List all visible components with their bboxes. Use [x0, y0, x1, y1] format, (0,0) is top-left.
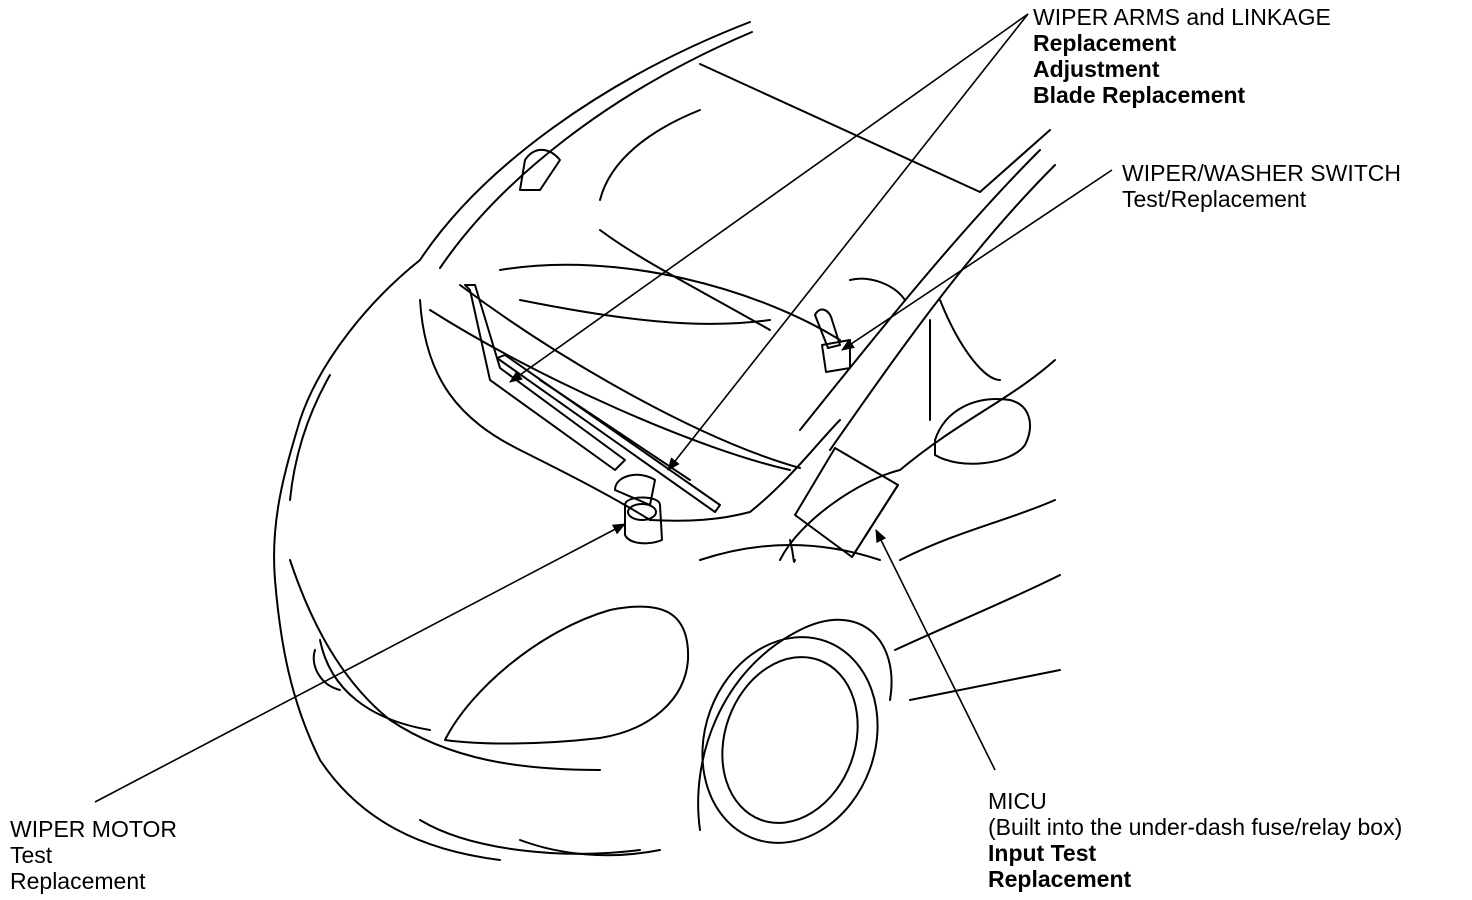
label-micu-item: Replacement	[988, 866, 1132, 892]
label-micu-title: MICU	[988, 788, 1047, 814]
leader-washer-switch	[841, 169, 1113, 351]
label-wiper-arms-item: Adjustment	[1033, 56, 1160, 82]
label-wiper-motor-title: WIPER MOTOR	[10, 816, 177, 842]
label-wiper-motor-item: Replacement	[10, 868, 146, 894]
label-wiper-motor: WIPER MOTOR Test Replacement	[10, 816, 177, 894]
label-wiper-arms-item: Blade Replacement	[1033, 82, 1246, 108]
label-micu: MICU (Built into the under-dash fuse/rel…	[988, 788, 1402, 892]
label-micu-item: Input Test	[988, 840, 1097, 866]
label-wiper-arms-item: Replacement	[1033, 30, 1177, 56]
label-micu-note: (Built into the under-dash fuse/relay bo…	[988, 814, 1403, 840]
label-washer-switch-item: Test/Replacement	[1122, 186, 1307, 212]
leader-wiper-arms-b	[667, 13, 1029, 471]
label-washer-switch: WIPER/WASHER SWITCH Test/Replacement	[1122, 160, 1401, 212]
label-wiper-motor-item: Test	[10, 842, 53, 868]
label-washer-switch-title: WIPER/WASHER SWITCH	[1122, 160, 1401, 186]
leader-wiper-arms-a	[509, 13, 1029, 383]
leader-micu	[875, 529, 996, 771]
label-wiper-arms-title: WIPER ARMS and LINKAGE	[1033, 4, 1331, 30]
leader-wiper-motor	[94, 523, 626, 803]
label-wiper-arms: WIPER ARMS and LINKAGE Replacement Adjus…	[1033, 4, 1331, 108]
car-outline	[273, 21, 1061, 861]
leader-lines	[94, 13, 1113, 803]
